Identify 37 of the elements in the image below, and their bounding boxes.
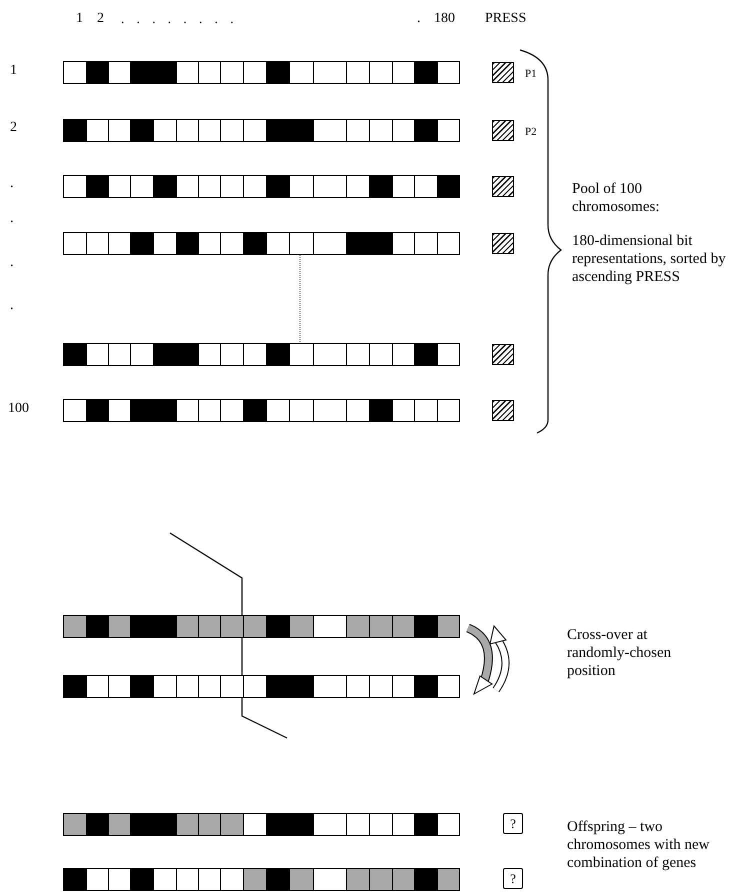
fitness-swatch	[492, 176, 514, 197]
chromosome-bar	[63, 868, 460, 891]
note-text: Offspring – two chromosomes with new combination of genes	[567, 818, 710, 872]
position-label: 180	[434, 11, 455, 28]
chromosome-bar	[63, 675, 460, 698]
row-label: .	[10, 176, 14, 193]
row-label: .	[10, 298, 14, 315]
note-text: Pool of 100 chromosomes:	[572, 180, 660, 216]
chromosome-bar	[63, 119, 460, 142]
chromosome-bar	[63, 813, 460, 836]
position-label: .	[417, 11, 420, 28]
note-text: 180-dimensional bit representations, sorted by ascending PRESS	[572, 232, 727, 286]
chromosome-bar	[63, 343, 460, 366]
fitness-box: ?	[503, 813, 523, 834]
chromosome-bar	[63, 175, 460, 198]
row-label: 2	[10, 120, 17, 137]
chromosome-bar	[63, 232, 460, 255]
position-label: . . . . . . . .	[121, 11, 238, 27]
row-label: .	[10, 211, 14, 228]
row-label: 1	[10, 63, 17, 80]
position-label: 1	[76, 11, 83, 28]
parent-label: P2	[525, 127, 537, 138]
fitness-swatch	[492, 120, 514, 141]
position-label: PRESS	[485, 11, 526, 28]
row-label: .	[10, 255, 14, 272]
note-text: Cross-over at randomly-chosen position	[567, 626, 672, 680]
fitness-box: ?	[503, 868, 523, 889]
fitness-swatch	[492, 344, 514, 365]
fitness-swatch	[492, 233, 514, 254]
row-label: 100	[8, 401, 29, 418]
fitness-swatch	[492, 62, 514, 83]
chromosome-bar	[63, 399, 460, 422]
position-label: 2	[97, 11, 104, 28]
chromosome-bar	[63, 615, 460, 638]
chromosome-bar	[63, 61, 460, 84]
fitness-swatch	[492, 400, 514, 421]
parent-label: P1	[525, 69, 537, 80]
